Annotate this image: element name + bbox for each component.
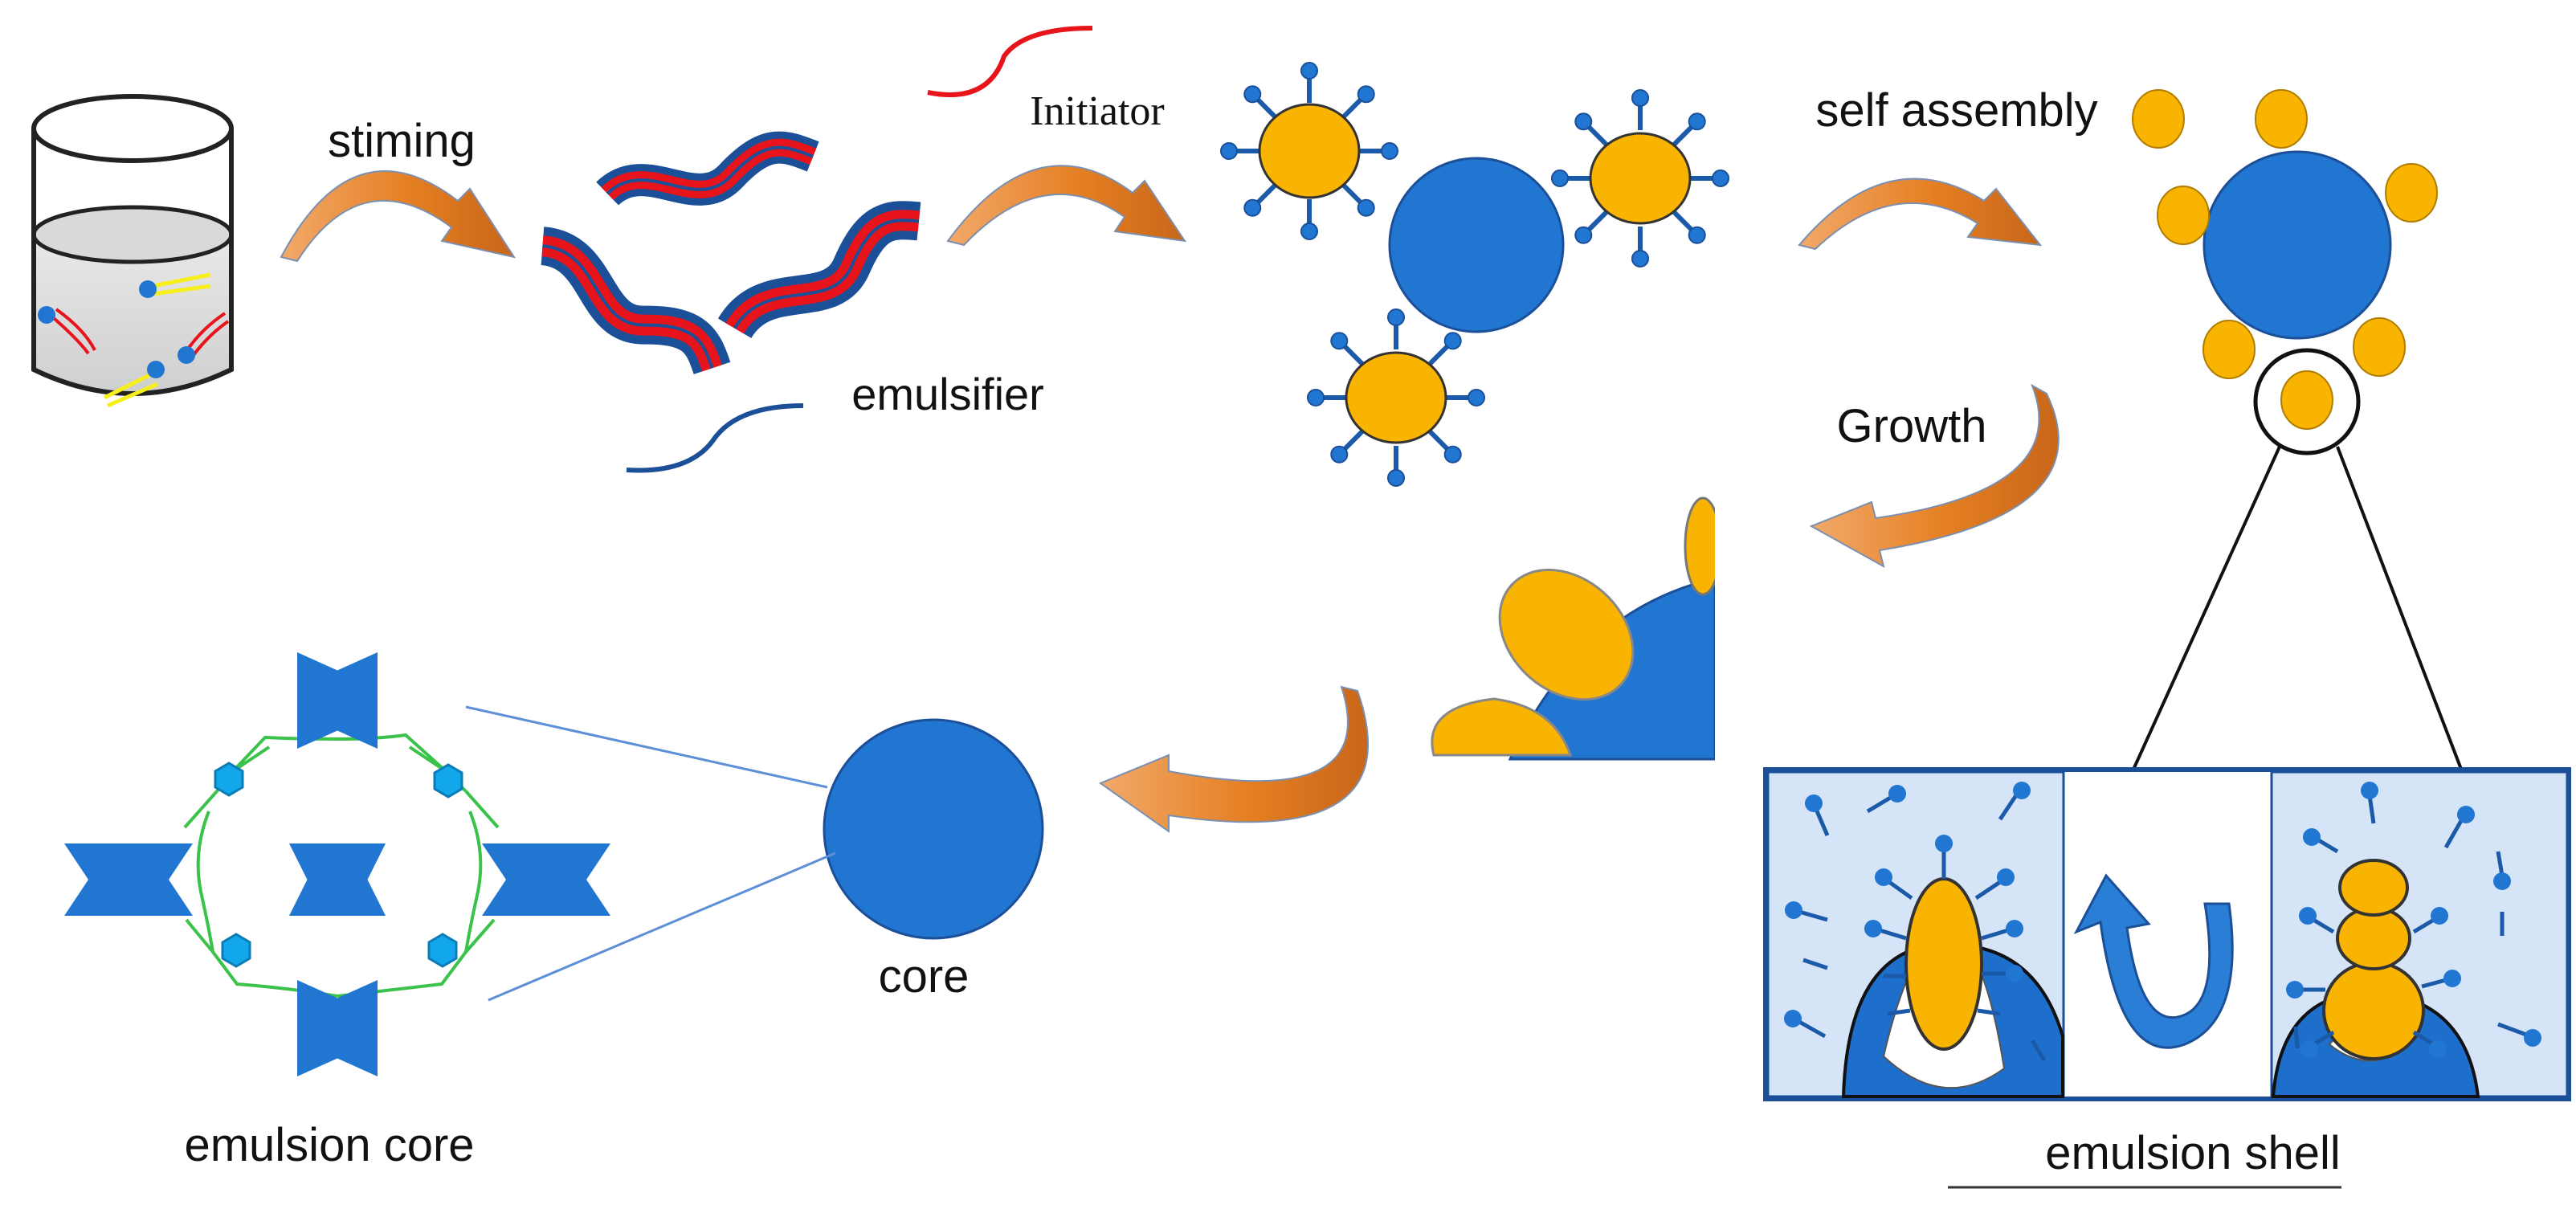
micelle (1552, 90, 1729, 267)
emulsifier-legend-line (626, 403, 804, 473)
micelle (1221, 63, 1398, 239)
growth-label: Growth (1837, 400, 1987, 452)
self-assembly-label: self assembly (1815, 84, 2097, 137)
emulsion-core-label: emulsion core (184, 1119, 474, 1171)
self-assembled-particle (2131, 89, 2464, 772)
initiator-legend-line (927, 26, 1093, 97)
growing-particle (1431, 450, 1739, 787)
rotate-arrow-icon (2073, 873, 2234, 1049)
emulsion-shell-detail (1763, 767, 2571, 1101)
curved-arrow-icon (946, 165, 1187, 247)
emulsion-shell-label: emulsion shell (2045, 1127, 2341, 1179)
zoom-line (488, 852, 836, 1002)
emulsion-core-network (64, 652, 610, 1076)
zoom-line (465, 705, 828, 789)
initiator-label: Initiator (1030, 88, 1165, 134)
shell-panel-right (2270, 770, 2569, 1098)
polymer-core (1388, 157, 1565, 333)
core-label: core (879, 950, 970, 1003)
micelle-group (1221, 63, 1729, 486)
micelle (1308, 309, 1484, 486)
curved-arrow-icon (1098, 685, 1370, 833)
core-particle (823, 718, 1044, 940)
curved-arrow-icon (280, 170, 516, 263)
stirring-label: stiming (328, 115, 476, 167)
curved-arrow-icon (1798, 178, 2043, 251)
emulsifier-micelle-cluster (539, 131, 921, 374)
shell-panel-left (1766, 770, 2065, 1098)
curved-arrow-icon (1809, 383, 2060, 568)
beaker-icon (31, 94, 234, 408)
emulsifier-label: emulsifier (851, 369, 1044, 419)
